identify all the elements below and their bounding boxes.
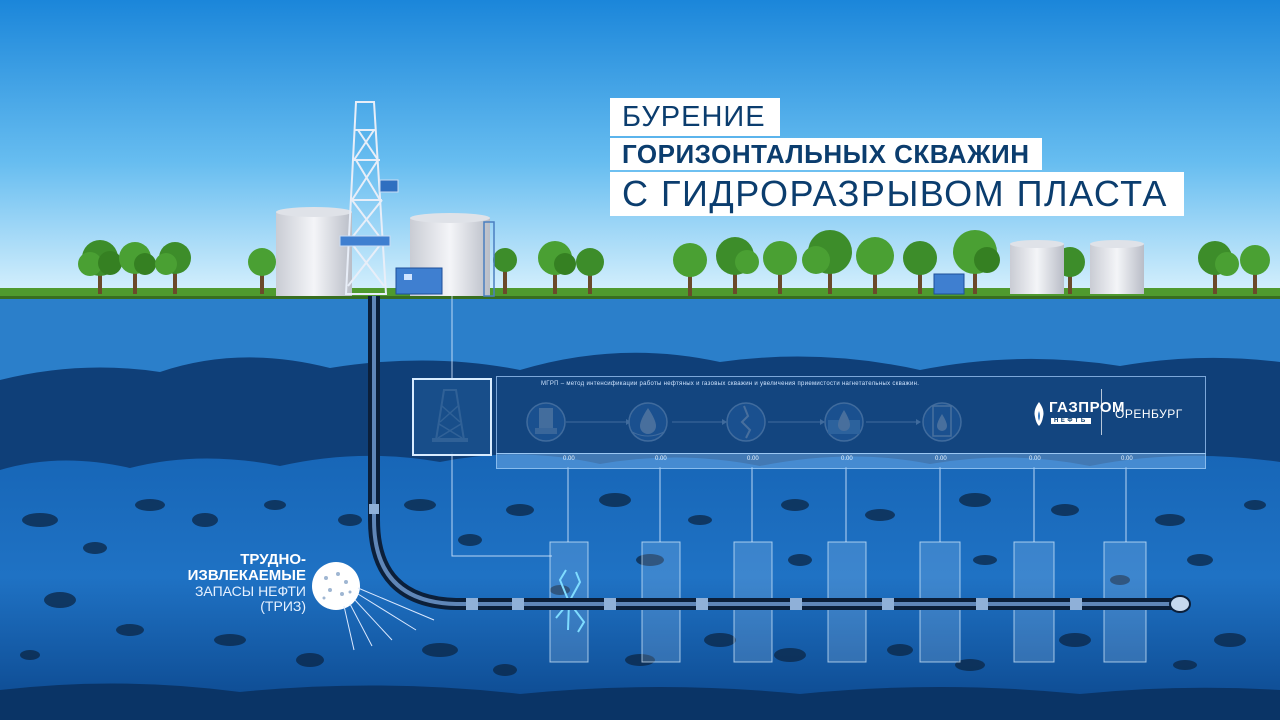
reserves-label: ТРУДНО- ИЗВЛЕКАЕМЫЕ ЗАПАСЫ НЕФТИ (ТРИЗ) — [170, 551, 306, 615]
grass-strip — [0, 288, 1280, 298]
reserves-callout — [312, 562, 435, 651]
scale-tick: 0.00 — [841, 456, 853, 462]
scale-tick: 0.00 — [747, 456, 759, 462]
reserves-label-line-2: ИЗВЛЕКАЕМЫЕ — [187, 567, 306, 585]
oil-pockets — [20, 493, 1266, 676]
title-line-2: ГОРИЗОНТАЛЬНЫХ СКВАЖИН — [610, 138, 1042, 170]
scale-tick: 0.00 — [563, 456, 575, 462]
brand-subtitle: НЕФТЬ — [1051, 418, 1091, 424]
title-line-1: БУРЕНИЕ — [610, 98, 780, 136]
bottom-layer — [0, 683, 1280, 720]
title-line-3: С ГИДРОРАЗРЫВОМ ПЛАСТА — [610, 172, 1184, 216]
reserves-label-line-4: (ТРИЗ) — [260, 598, 306, 615]
reserves-label-line-3: ЗАПАСЫ НЕФТИ — [194, 583, 306, 600]
scale-bar: 0.00 0.00 0.00 0.00 0.00 0.00 0.00 — [496, 453, 1206, 469]
scale-tick: 0.00 — [1121, 456, 1133, 462]
scale-tick: 0.00 — [935, 456, 947, 462]
brand-separator — [1101, 389, 1102, 435]
info-panel: МГРП – метод интенсификации работы нефтя… — [496, 376, 1206, 454]
region-label: ОРЕНБУРГ — [1115, 407, 1183, 421]
flame-icon — [1034, 402, 1044, 426]
reserves-label-line-1: ТРУДНО- — [240, 551, 306, 568]
connector-lines — [451, 296, 1127, 557]
panel-note: МГРП – метод интенсификации работы нефтя… — [541, 381, 920, 387]
drilling-rig — [339, 101, 399, 295]
well-bore — [368, 296, 1191, 613]
scale-tick: 0.00 — [655, 456, 667, 462]
scale-tick: 0.00 — [1029, 456, 1041, 462]
brand-name: ГАЗПРОМ — [1049, 399, 1126, 416]
rig-box — [412, 378, 492, 456]
cabin — [395, 267, 443, 295]
cabin — [933, 273, 965, 295]
